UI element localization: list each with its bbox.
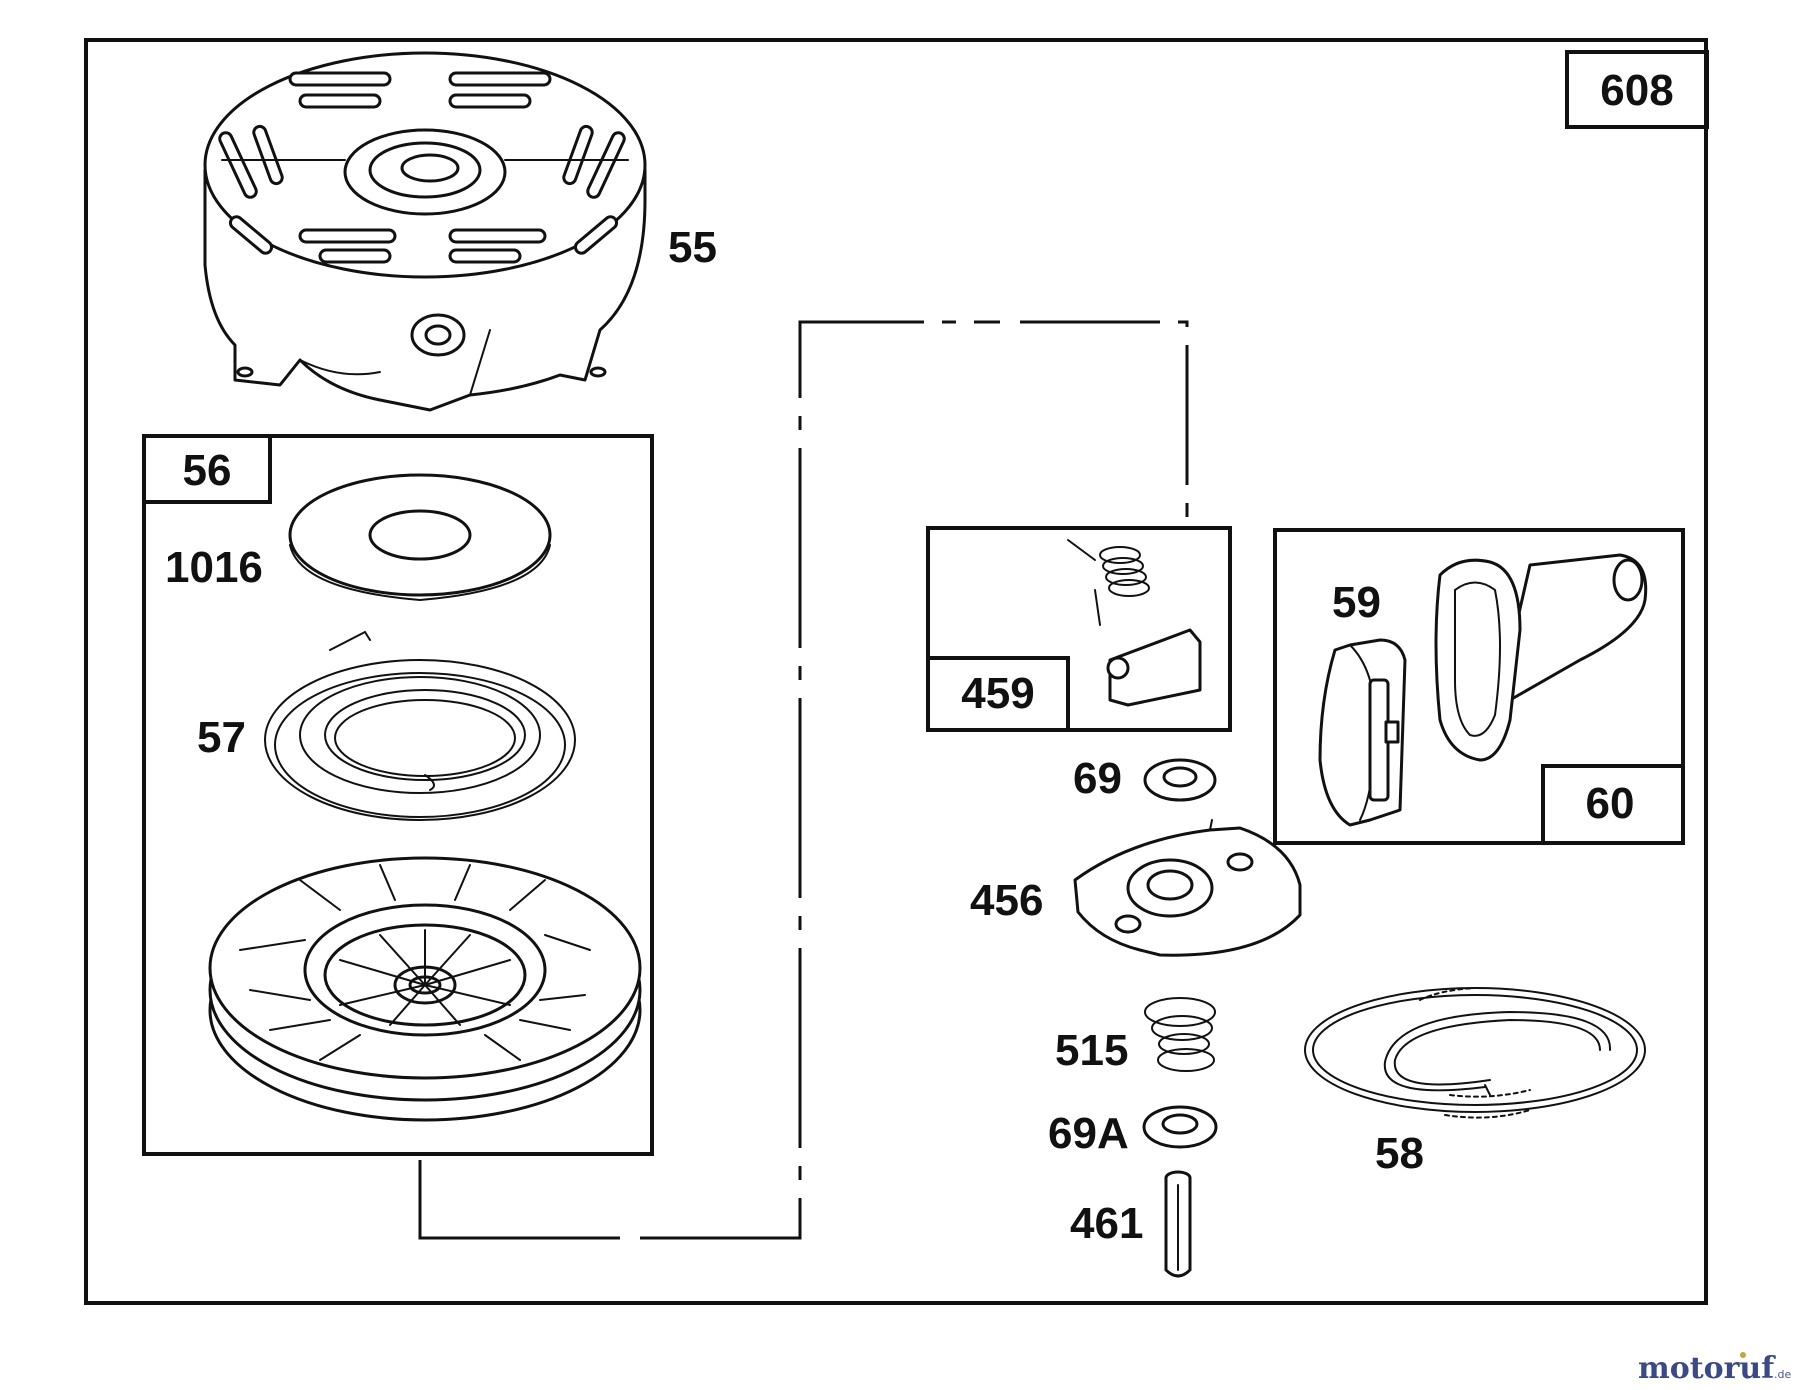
rewind-spring-57-drawing bbox=[264, 630, 576, 821]
callout-60: 60 bbox=[1541, 764, 1683, 843]
label-56: 56 bbox=[183, 446, 232, 495]
label-58: 58 bbox=[1375, 1129, 1424, 1178]
label-69: 69 bbox=[1073, 754, 1122, 803]
assembly-box-60 bbox=[1273, 528, 1685, 845]
watermark-suffix: .de bbox=[1774, 1368, 1791, 1381]
label-608: 608 bbox=[1600, 66, 1673, 115]
label-55: 55 bbox=[668, 223, 717, 272]
watermark-logo: motoruf .de bbox=[1638, 1351, 1791, 1386]
watermark-accent-dot bbox=[1740, 1352, 1746, 1358]
callout-608: 608 bbox=[1565, 50, 1709, 129]
label-456: 456 bbox=[970, 876, 1043, 925]
pin-461-drawing bbox=[1164, 1170, 1192, 1278]
label-57: 57 bbox=[197, 713, 246, 762]
callout-56: 56 bbox=[144, 436, 272, 504]
label-59: 59 bbox=[1332, 578, 1381, 627]
outer-frame bbox=[84, 38, 1708, 1305]
assembly-box-459 bbox=[926, 526, 1232, 732]
handle-insert-59-drawing bbox=[1318, 638, 1407, 827]
starter-handle-60-drawing bbox=[1434, 553, 1648, 762]
retainer-456-drawing bbox=[1073, 819, 1302, 957]
pulley-drawing bbox=[208, 856, 642, 1122]
label-1016: 1016 bbox=[165, 543, 263, 592]
spring-515-drawing bbox=[1144, 997, 1216, 1072]
rope-58-drawing bbox=[1304, 987, 1646, 1119]
starter-housing-drawing bbox=[203, 51, 647, 412]
label-69A: 69A bbox=[1048, 1109, 1129, 1158]
callout-459: 459 bbox=[928, 656, 1070, 730]
washer-69-drawing bbox=[1143, 758, 1217, 802]
washer-69A-drawing bbox=[1142, 1105, 1218, 1149]
label-459: 459 bbox=[961, 669, 1034, 718]
assembly-connector-line bbox=[418, 320, 1189, 1240]
pawl-spring-459-drawing bbox=[1067, 539, 1202, 707]
watermark-text: motoruf bbox=[1638, 1351, 1776, 1386]
label-461: 461 bbox=[1070, 1199, 1143, 1248]
washer-1016-drawing bbox=[288, 473, 552, 602]
assembly-box-56 bbox=[142, 434, 654, 1156]
label-515: 515 bbox=[1055, 1026, 1128, 1075]
label-60: 60 bbox=[1586, 779, 1635, 828]
